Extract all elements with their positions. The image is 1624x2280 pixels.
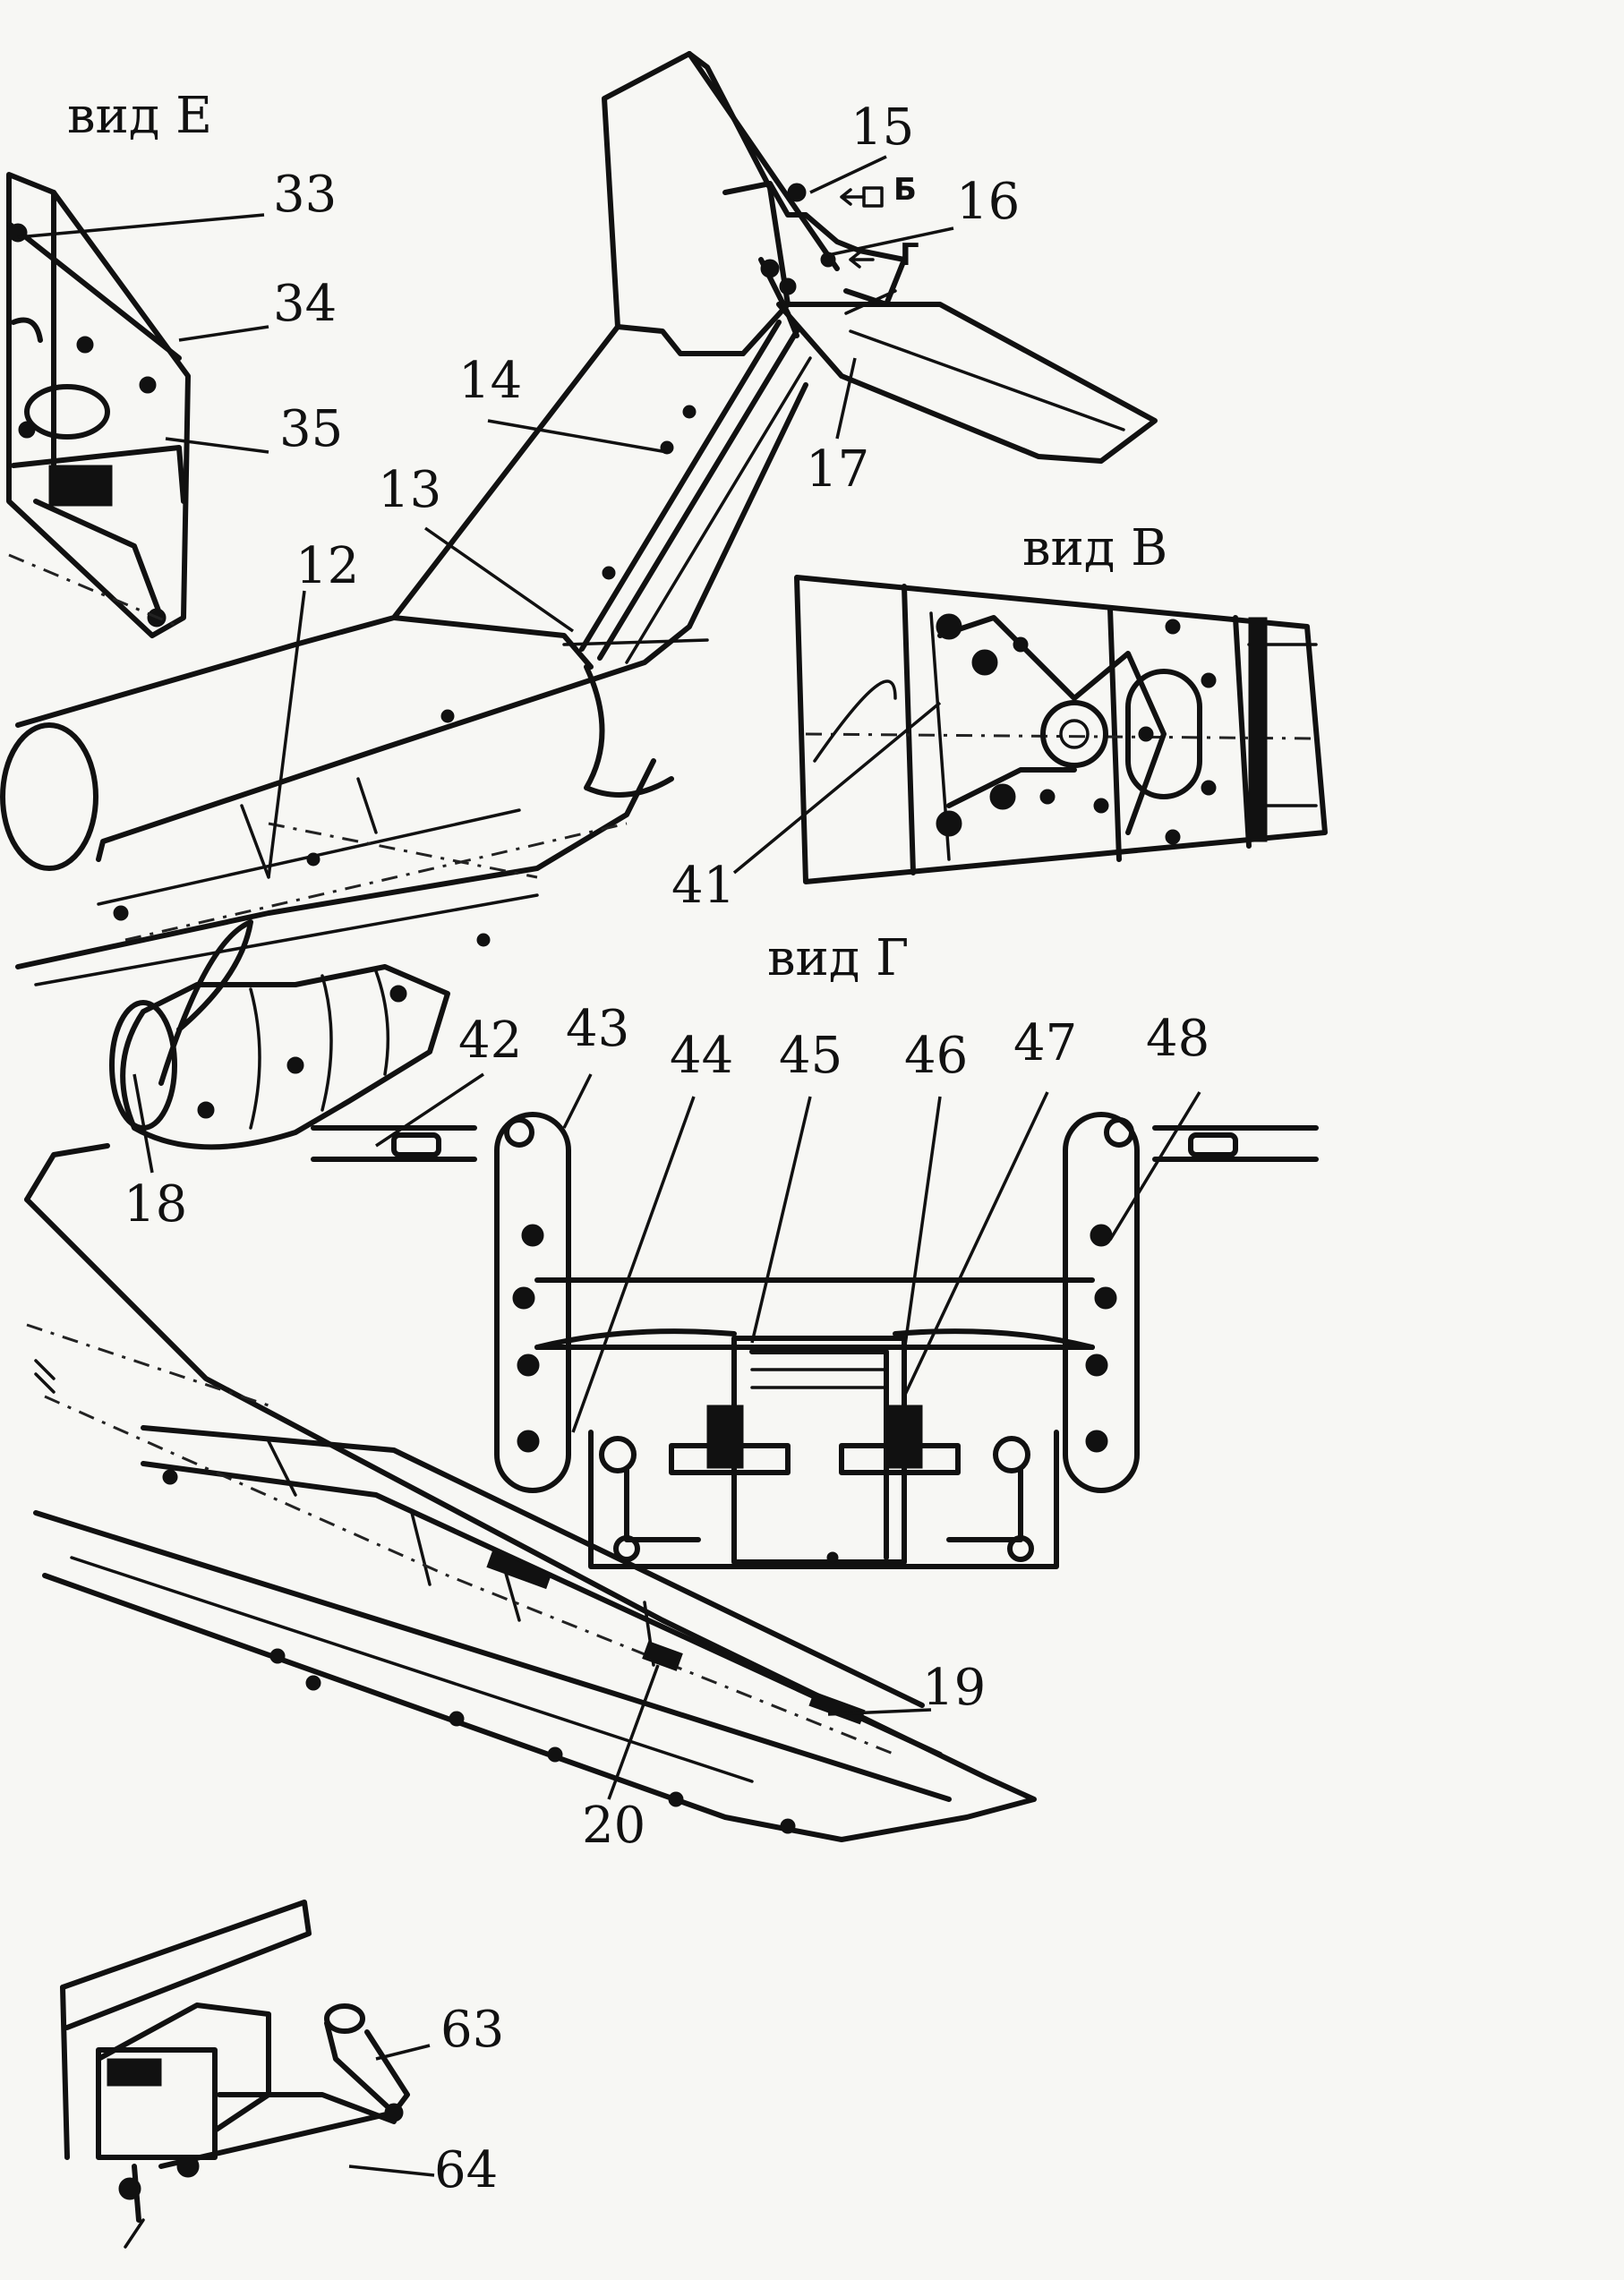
callout-47: 47 bbox=[1013, 1014, 1078, 1072]
callout-34: 34 bbox=[273, 275, 338, 333]
view-e-title: вид Е bbox=[67, 87, 213, 145]
lower-bracket bbox=[60, 1900, 410, 2249]
callout-44: 44 bbox=[670, 1027, 734, 1085]
fuselage bbox=[0, 324, 808, 986]
callout-63: 63 bbox=[440, 2001, 505, 2059]
callout-13: 13 bbox=[378, 461, 442, 519]
vertical-tail bbox=[579, 51, 840, 664]
callout-45: 45 bbox=[779, 1027, 843, 1085]
callout-14: 14 bbox=[458, 352, 523, 410]
view-g-title: вид Г bbox=[767, 929, 910, 987]
callout-46: 46 bbox=[904, 1027, 969, 1085]
view-v-panel bbox=[794, 575, 1328, 884]
callout-15: 15 bbox=[850, 98, 915, 157]
view-g-hinge bbox=[311, 1112, 1319, 1569]
engine-pod bbox=[109, 919, 450, 1150]
callout-16: 16 bbox=[956, 173, 1021, 231]
view-v-title: вид В bbox=[1022, 519, 1168, 577]
arrow-mark-g: Г bbox=[900, 237, 919, 273]
callout-18: 18 bbox=[124, 1175, 188, 1234]
view-e-bracket bbox=[6, 172, 191, 638]
callout-42: 42 bbox=[458, 1012, 523, 1070]
callout-41: 41 bbox=[671, 857, 736, 915]
callout-17: 17 bbox=[806, 440, 870, 499]
callout-33: 33 bbox=[273, 166, 338, 224]
callout-12: 12 bbox=[295, 537, 360, 595]
horizontal-stabilizer bbox=[722, 181, 1158, 464]
callout-leaders bbox=[17, 155, 1201, 2177]
callout-64: 64 bbox=[434, 2141, 499, 2199]
arrow-mark-b: Б bbox=[893, 172, 917, 208]
callout-43: 43 bbox=[566, 1000, 630, 1058]
direction-arrows bbox=[840, 186, 884, 269]
wing bbox=[24, 1143, 1037, 1842]
callout-48: 48 bbox=[1146, 1010, 1210, 1068]
callout-20: 20 bbox=[582, 1797, 646, 1855]
callout-19: 19 bbox=[922, 1659, 987, 1717]
callout-35: 35 bbox=[279, 400, 344, 458]
